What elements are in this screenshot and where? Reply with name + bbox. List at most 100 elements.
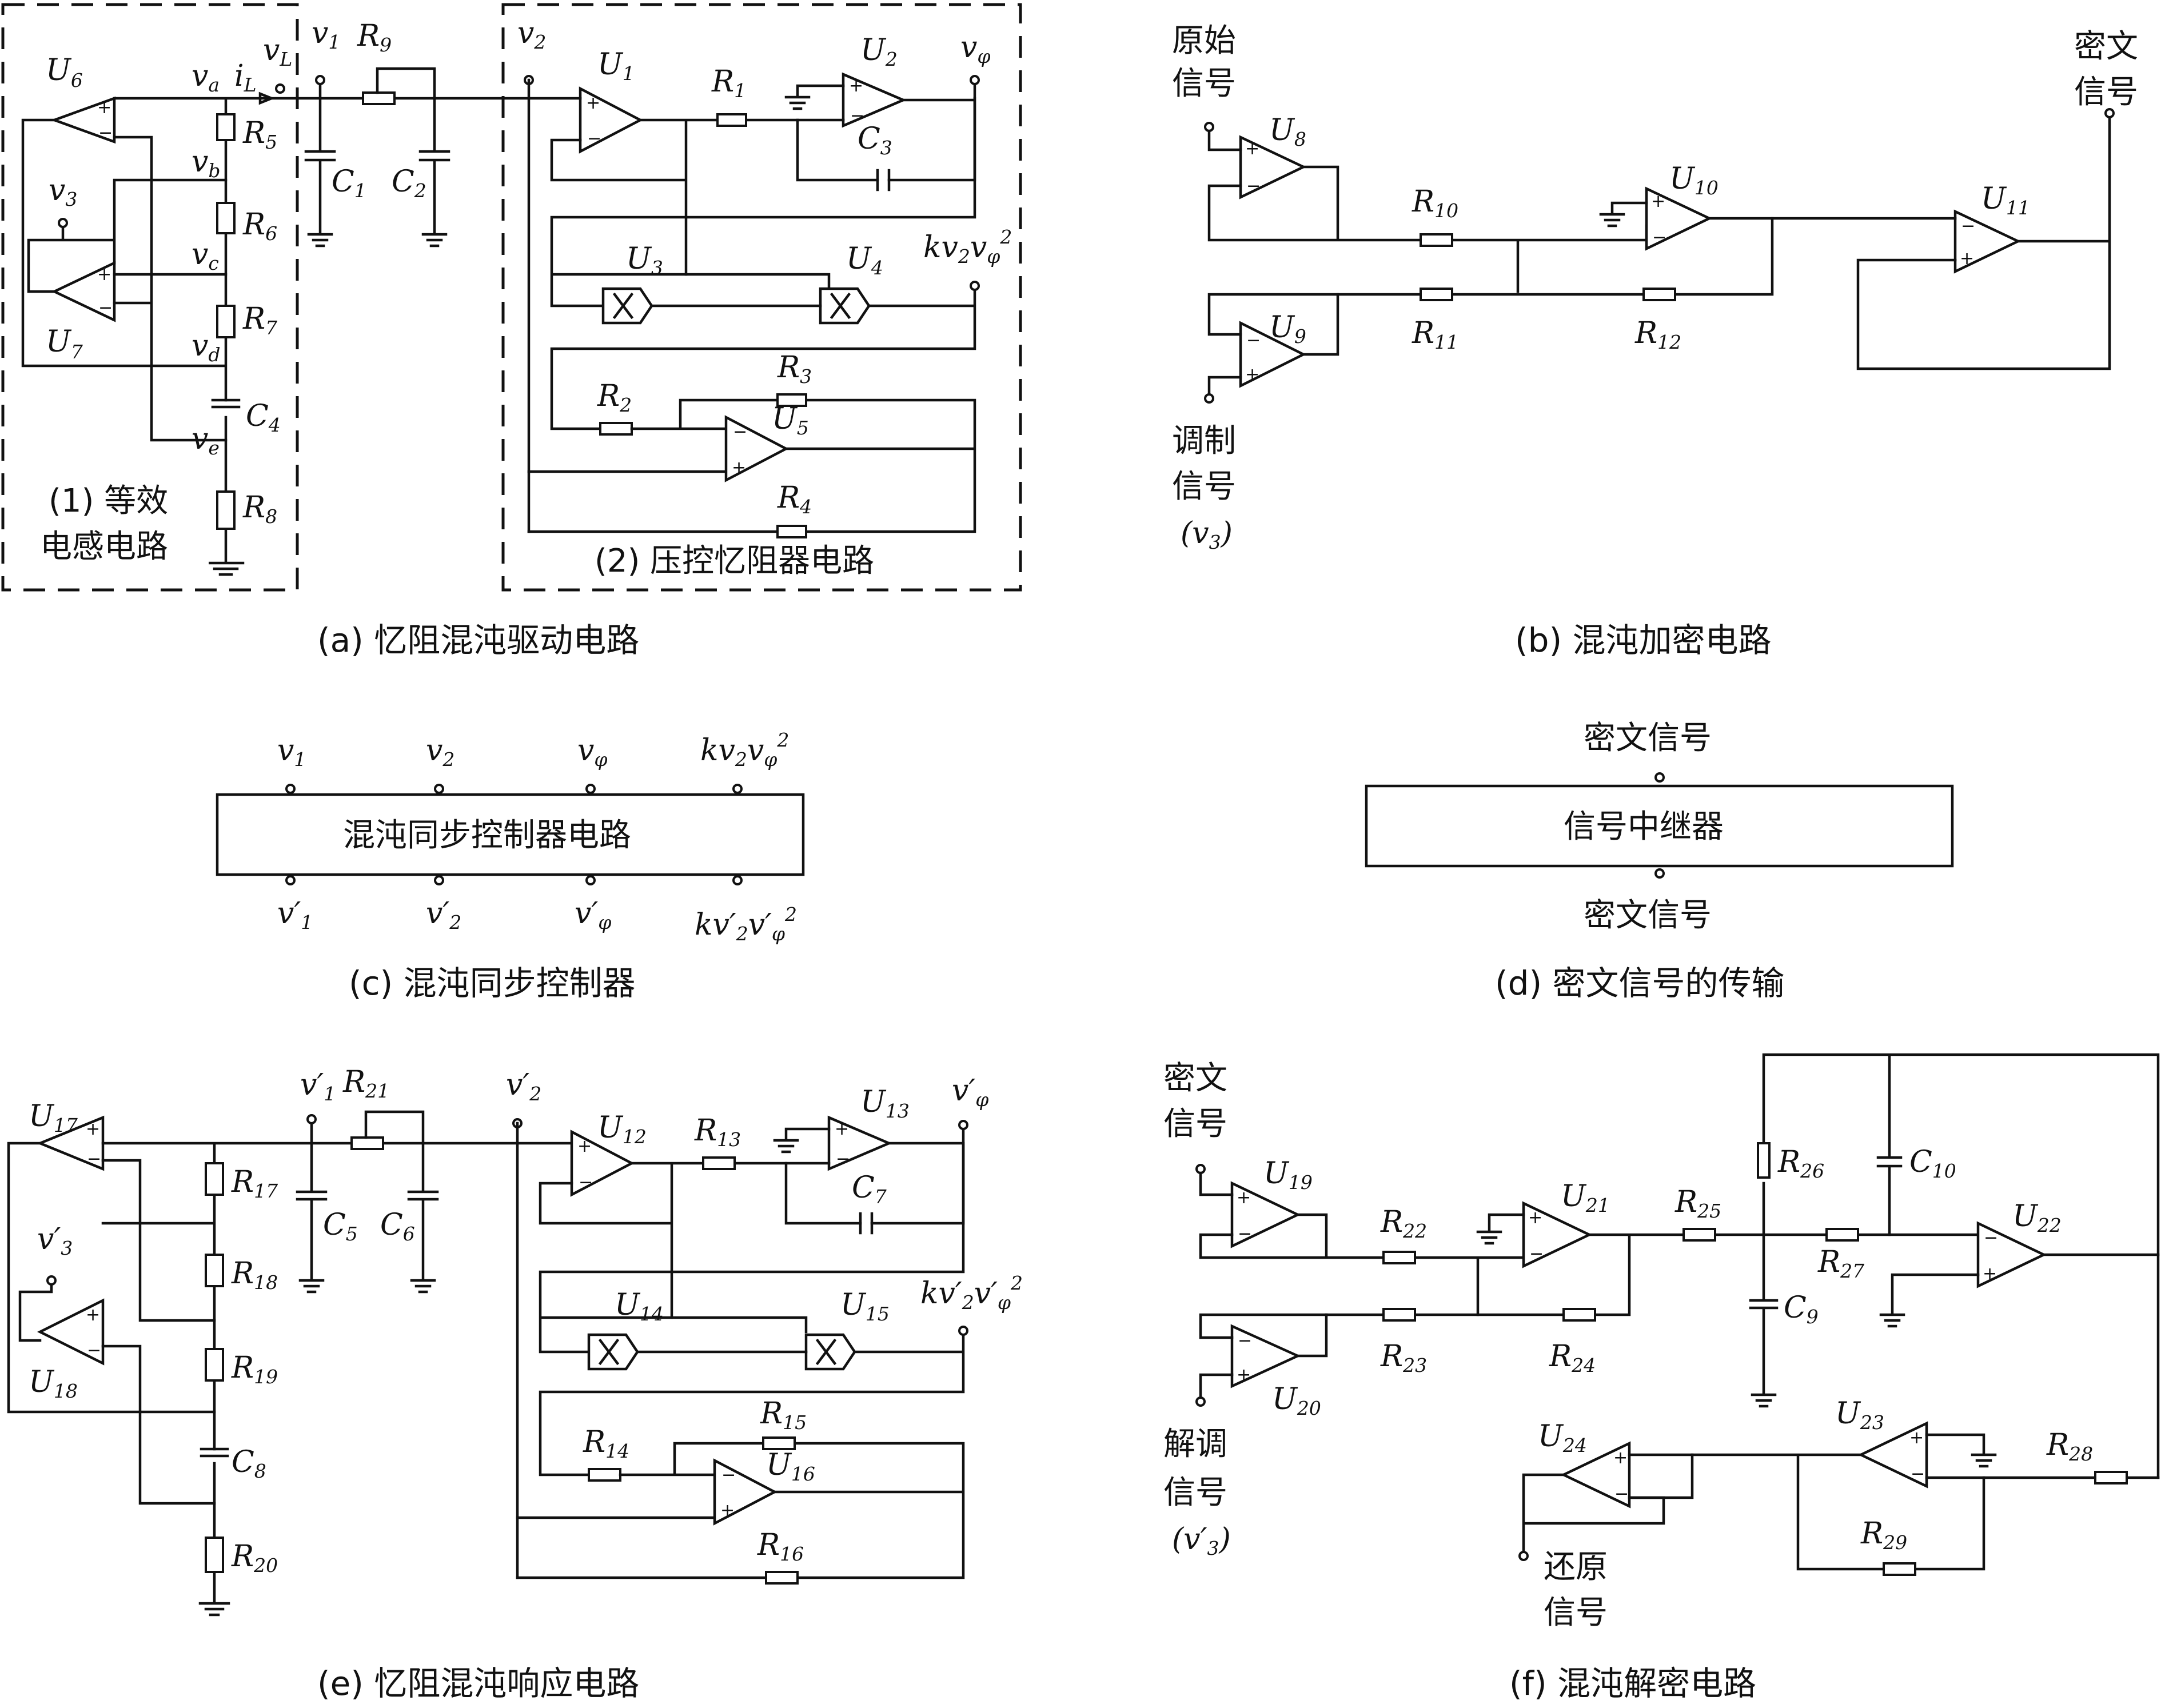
r21-wiper xyxy=(364,1110,425,1145)
svg-text:U22: U22 xyxy=(2012,1199,2062,1236)
svg-text:vφ: vφ xyxy=(960,30,991,67)
opamp-u11 xyxy=(1953,209,2022,274)
svg-text:iL: iL xyxy=(234,59,257,96)
opamp-u13 xyxy=(827,1115,892,1171)
svg-text:R2: R2 xyxy=(597,379,632,416)
opamp-u22 xyxy=(1976,1221,2047,1288)
resistor-r11 xyxy=(1420,288,1453,301)
svg-text:C2: C2 xyxy=(392,165,426,202)
svg-text:U1: U1 xyxy=(597,47,635,85)
svg-text:−: − xyxy=(836,1149,850,1169)
svg-text:U16: U16 xyxy=(766,1448,815,1485)
svg-text:+: + xyxy=(835,1119,849,1139)
svg-text:U14: U14 xyxy=(615,1288,664,1325)
svg-text:v2: v2 xyxy=(517,16,546,53)
capacitor-c3 xyxy=(876,169,891,191)
resistor-r22 xyxy=(1382,1251,1416,1264)
multiplier-u14 xyxy=(587,1333,639,1371)
multiplier-u3 xyxy=(601,287,653,325)
svg-text:U15: U15 xyxy=(840,1288,890,1325)
resistor-r18 xyxy=(205,1254,224,1287)
label-u6: U6 xyxy=(46,53,83,91)
svg-text:R26: R26 xyxy=(1777,1145,1824,1182)
opamp-u19 xyxy=(1230,1181,1301,1248)
svg-text:R25: R25 xyxy=(1674,1185,1721,1222)
svg-text:va: va xyxy=(192,59,220,96)
svg-text:v′2: v′2 xyxy=(506,1068,541,1105)
svg-text:U24: U24 xyxy=(1538,1419,1587,1456)
svg-text:R22: R22 xyxy=(1380,1205,1427,1242)
sync-controller-box xyxy=(216,793,805,876)
svg-text:kv′2v′φ2: kv′2v′φ2 xyxy=(695,903,797,945)
svg-text:C9: C9 xyxy=(1784,1291,1819,1328)
svg-text:R4: R4 xyxy=(777,481,812,518)
svg-text:vd: vd xyxy=(192,329,221,366)
svg-text:C1: C1 xyxy=(332,165,366,202)
svg-text:R14: R14 xyxy=(583,1425,629,1462)
svg-text:vc: vc xyxy=(192,237,219,274)
block1-label-line2: 电感电路 xyxy=(40,528,168,565)
svg-text:v1: v1 xyxy=(277,733,306,771)
svg-text:R12: R12 xyxy=(1634,316,1681,353)
svg-text:U5: U5 xyxy=(772,402,809,439)
svg-text:vφ: vφ xyxy=(577,733,608,771)
svg-text:C4: C4 xyxy=(246,399,281,436)
opamp-u24 xyxy=(1560,1441,1631,1509)
label-u7: U7 xyxy=(46,325,83,363)
input-modulation-symbol: (v3) xyxy=(1181,516,1233,553)
relay-bottom-label: 密文信号 xyxy=(1584,897,1712,934)
resistor-r10 xyxy=(1420,233,1453,247)
resistor-r9 xyxy=(362,91,396,105)
svg-text:+: + xyxy=(1528,1208,1542,1228)
svg-text:+: + xyxy=(1651,191,1665,211)
opamp-u9 xyxy=(1239,321,1307,388)
resistor-r3 xyxy=(776,393,807,407)
svg-text:v2: v2 xyxy=(426,733,454,771)
opamp-u10 xyxy=(1645,186,1713,251)
svg-text:−: − xyxy=(587,129,601,149)
svg-text:R1: R1 xyxy=(711,65,746,102)
svg-text:U4: U4 xyxy=(846,242,883,279)
svg-text:U12: U12 xyxy=(597,1111,647,1148)
panel-c-sync-controller: 混沌同步控制器电路 v1 v2 vφ kv2vφ2 v′1 v′2 v′φ kv… xyxy=(216,729,805,945)
opamp-u2 xyxy=(842,72,907,128)
input-original-line1: 原始 xyxy=(1172,22,1236,59)
svg-text:U17: U17 xyxy=(29,1099,78,1136)
caption-f: (f) 混沌解密电路 xyxy=(1509,1664,1756,1703)
caption-d: (d) 密文信号的传输 xyxy=(1495,964,1785,1003)
svg-text:C7: C7 xyxy=(852,1171,887,1208)
multiplier-u15 xyxy=(804,1333,856,1371)
input-original-line2: 信号 xyxy=(1172,65,1236,102)
resistor-r28 xyxy=(2094,1471,2128,1484)
sync-controller-label: 混沌同步控制器电路 xyxy=(343,817,631,854)
resistor-r7 xyxy=(216,305,236,338)
resistor-r29 xyxy=(1883,1562,1916,1576)
resistor-r14 xyxy=(588,1468,621,1482)
opamp-u1 xyxy=(579,86,643,154)
output-restored-line1: 还原 xyxy=(1544,1549,1608,1586)
svg-text:R24: R24 xyxy=(1549,1339,1596,1376)
svg-text:v′φ: v′φ xyxy=(952,1074,988,1111)
svg-text:U21: U21 xyxy=(1561,1179,1610,1216)
multiplier-u4 xyxy=(819,287,871,325)
svg-text:−: − xyxy=(1911,1464,1925,1484)
svg-text:U23: U23 xyxy=(1835,1396,1884,1434)
svg-text:v′3: v′3 xyxy=(37,1222,73,1259)
svg-text:R3: R3 xyxy=(777,350,812,388)
opamp-u8 xyxy=(1239,135,1307,199)
panel-f-decryption-circuit: 密文 信号 +− +− −+ −+ +− +− U19 U20 R22 xyxy=(1163,1053,2160,1631)
svg-text:+: + xyxy=(1237,1365,1251,1385)
opamp-u23 xyxy=(1857,1421,1928,1488)
capacitor-c7 xyxy=(859,1212,874,1235)
svg-text:R18: R18 xyxy=(231,1256,278,1294)
svg-text:+: + xyxy=(1245,365,1259,385)
resistor-r23 xyxy=(1382,1308,1416,1322)
svg-text:vb: vb xyxy=(192,145,221,182)
svg-text:R17: R17 xyxy=(231,1165,278,1202)
svg-text:C6: C6 xyxy=(380,1208,415,1245)
svg-text:−: − xyxy=(98,298,113,318)
input-demod-line2: 信号 xyxy=(1163,1474,1227,1511)
svg-text:+: + xyxy=(1245,139,1259,159)
resistor-r8 xyxy=(216,490,236,530)
